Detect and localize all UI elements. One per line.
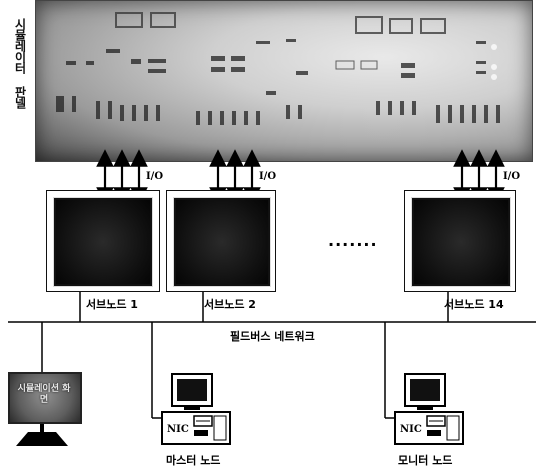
io-label: I/O: [146, 171, 163, 182]
subnode-14-label: 서브노드 14: [444, 296, 504, 312]
subnode-screen: [174, 198, 270, 286]
ellipsis: ·······: [328, 235, 378, 254]
io-label: I/O: [259, 171, 276, 182]
subnode-2-label: 서브노드 2: [204, 296, 256, 312]
master-node-label: 마스터 노드: [166, 452, 220, 468]
monitor-stand: [16, 432, 68, 446]
subnode-1-label: 서브노드 1: [86, 296, 138, 312]
io-label: I/O: [503, 171, 520, 182]
monitor-pc-icon: [393, 372, 473, 448]
monitor-nic-label: NIC: [400, 424, 422, 435]
simulation-monitor-label: 시뮬레이션 화면: [16, 384, 72, 406]
fieldbus-label: 필드버스 네트워크: [230, 328, 315, 344]
monitor-node-label: 모니터 노드: [398, 452, 452, 468]
subnode-screen: [412, 198, 510, 286]
master-pc-icon: [160, 372, 240, 448]
subnode-screen: [54, 198, 152, 286]
master-nic-label: NIC: [167, 424, 189, 435]
